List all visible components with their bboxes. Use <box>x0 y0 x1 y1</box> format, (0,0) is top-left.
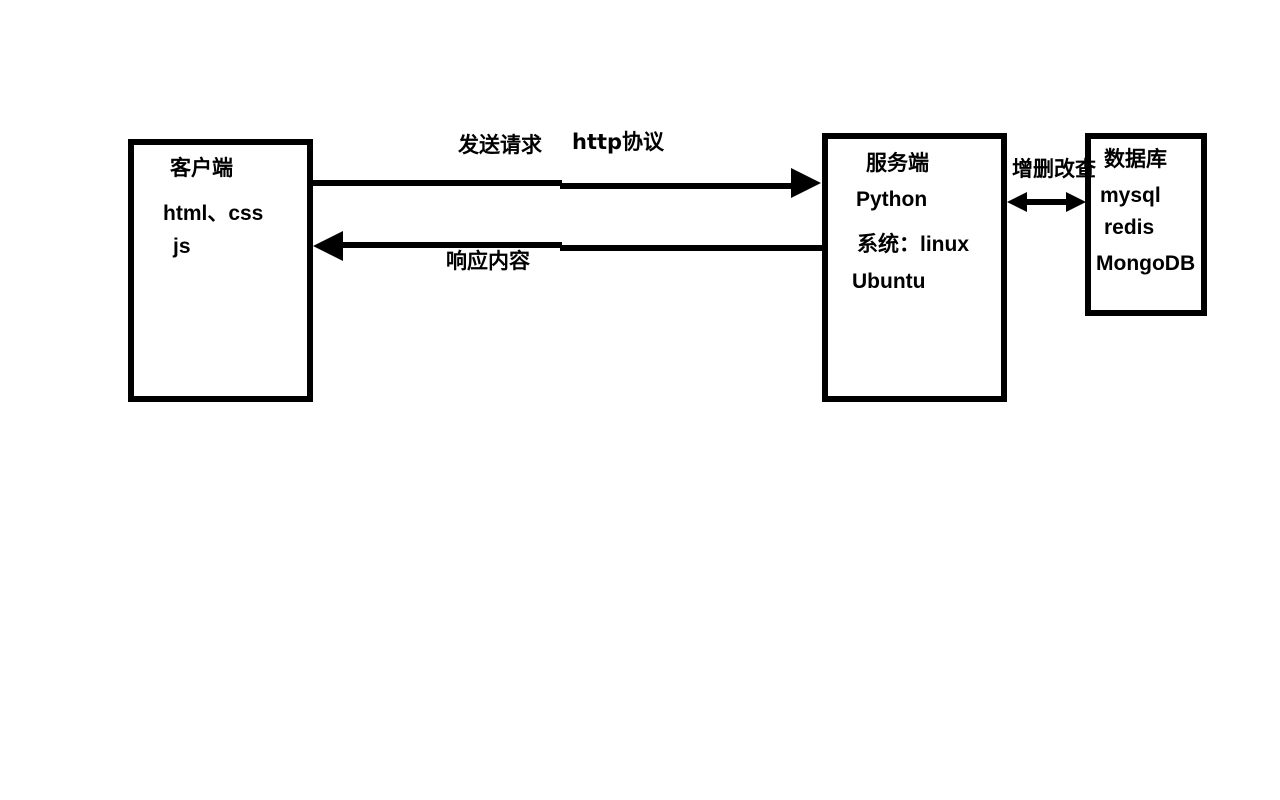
database-box: 数据库 mysql redis MongoDB <box>1085 133 1207 316</box>
request-arrow-line-segment-1 <box>313 180 562 186</box>
http-protocol-label: http协议 <box>572 130 665 154</box>
crud-arrowhead-right-icon <box>1066 192 1086 212</box>
response-label: 响应内容 <box>446 249 530 273</box>
response-arrow-line-segment-2 <box>560 245 822 251</box>
crud-arrow-line <box>1022 199 1071 205</box>
server-language: Python <box>856 188 928 211</box>
server-system-line: 系统：linux <box>857 232 969 256</box>
database-item-mysql: mysql <box>1100 184 1161 207</box>
client-tech-js: js <box>173 235 191 258</box>
crud-label: 增删改查 <box>1012 156 1096 181</box>
request-label: 发送请求 <box>458 132 542 157</box>
database-item-mongodb: MongoDB <box>1096 252 1196 275</box>
server-system-value: linux <box>920 233 970 256</box>
database-box-title: 数据库 <box>1104 146 1167 171</box>
server-os: Ubuntu <box>852 270 926 293</box>
server-box-title: 服务端 <box>866 150 929 175</box>
server-box: 服务端 Python 系统：linux Ubuntu <box>822 133 1007 402</box>
request-arrow-line-segment-2 <box>560 183 796 189</box>
crud-arrowhead-left-icon <box>1007 192 1027 212</box>
request-arrowhead-icon <box>791 168 821 198</box>
client-box-title: 客户端 <box>170 155 233 180</box>
client-box: 客户端 html、css js <box>128 139 313 402</box>
client-tech-html-css: html、css <box>163 202 264 225</box>
database-item-redis: redis <box>1104 216 1155 239</box>
response-arrowhead-icon <box>313 231 343 261</box>
server-system-label: 系统： <box>857 231 920 256</box>
response-arrow-line-segment-1 <box>338 242 562 248</box>
